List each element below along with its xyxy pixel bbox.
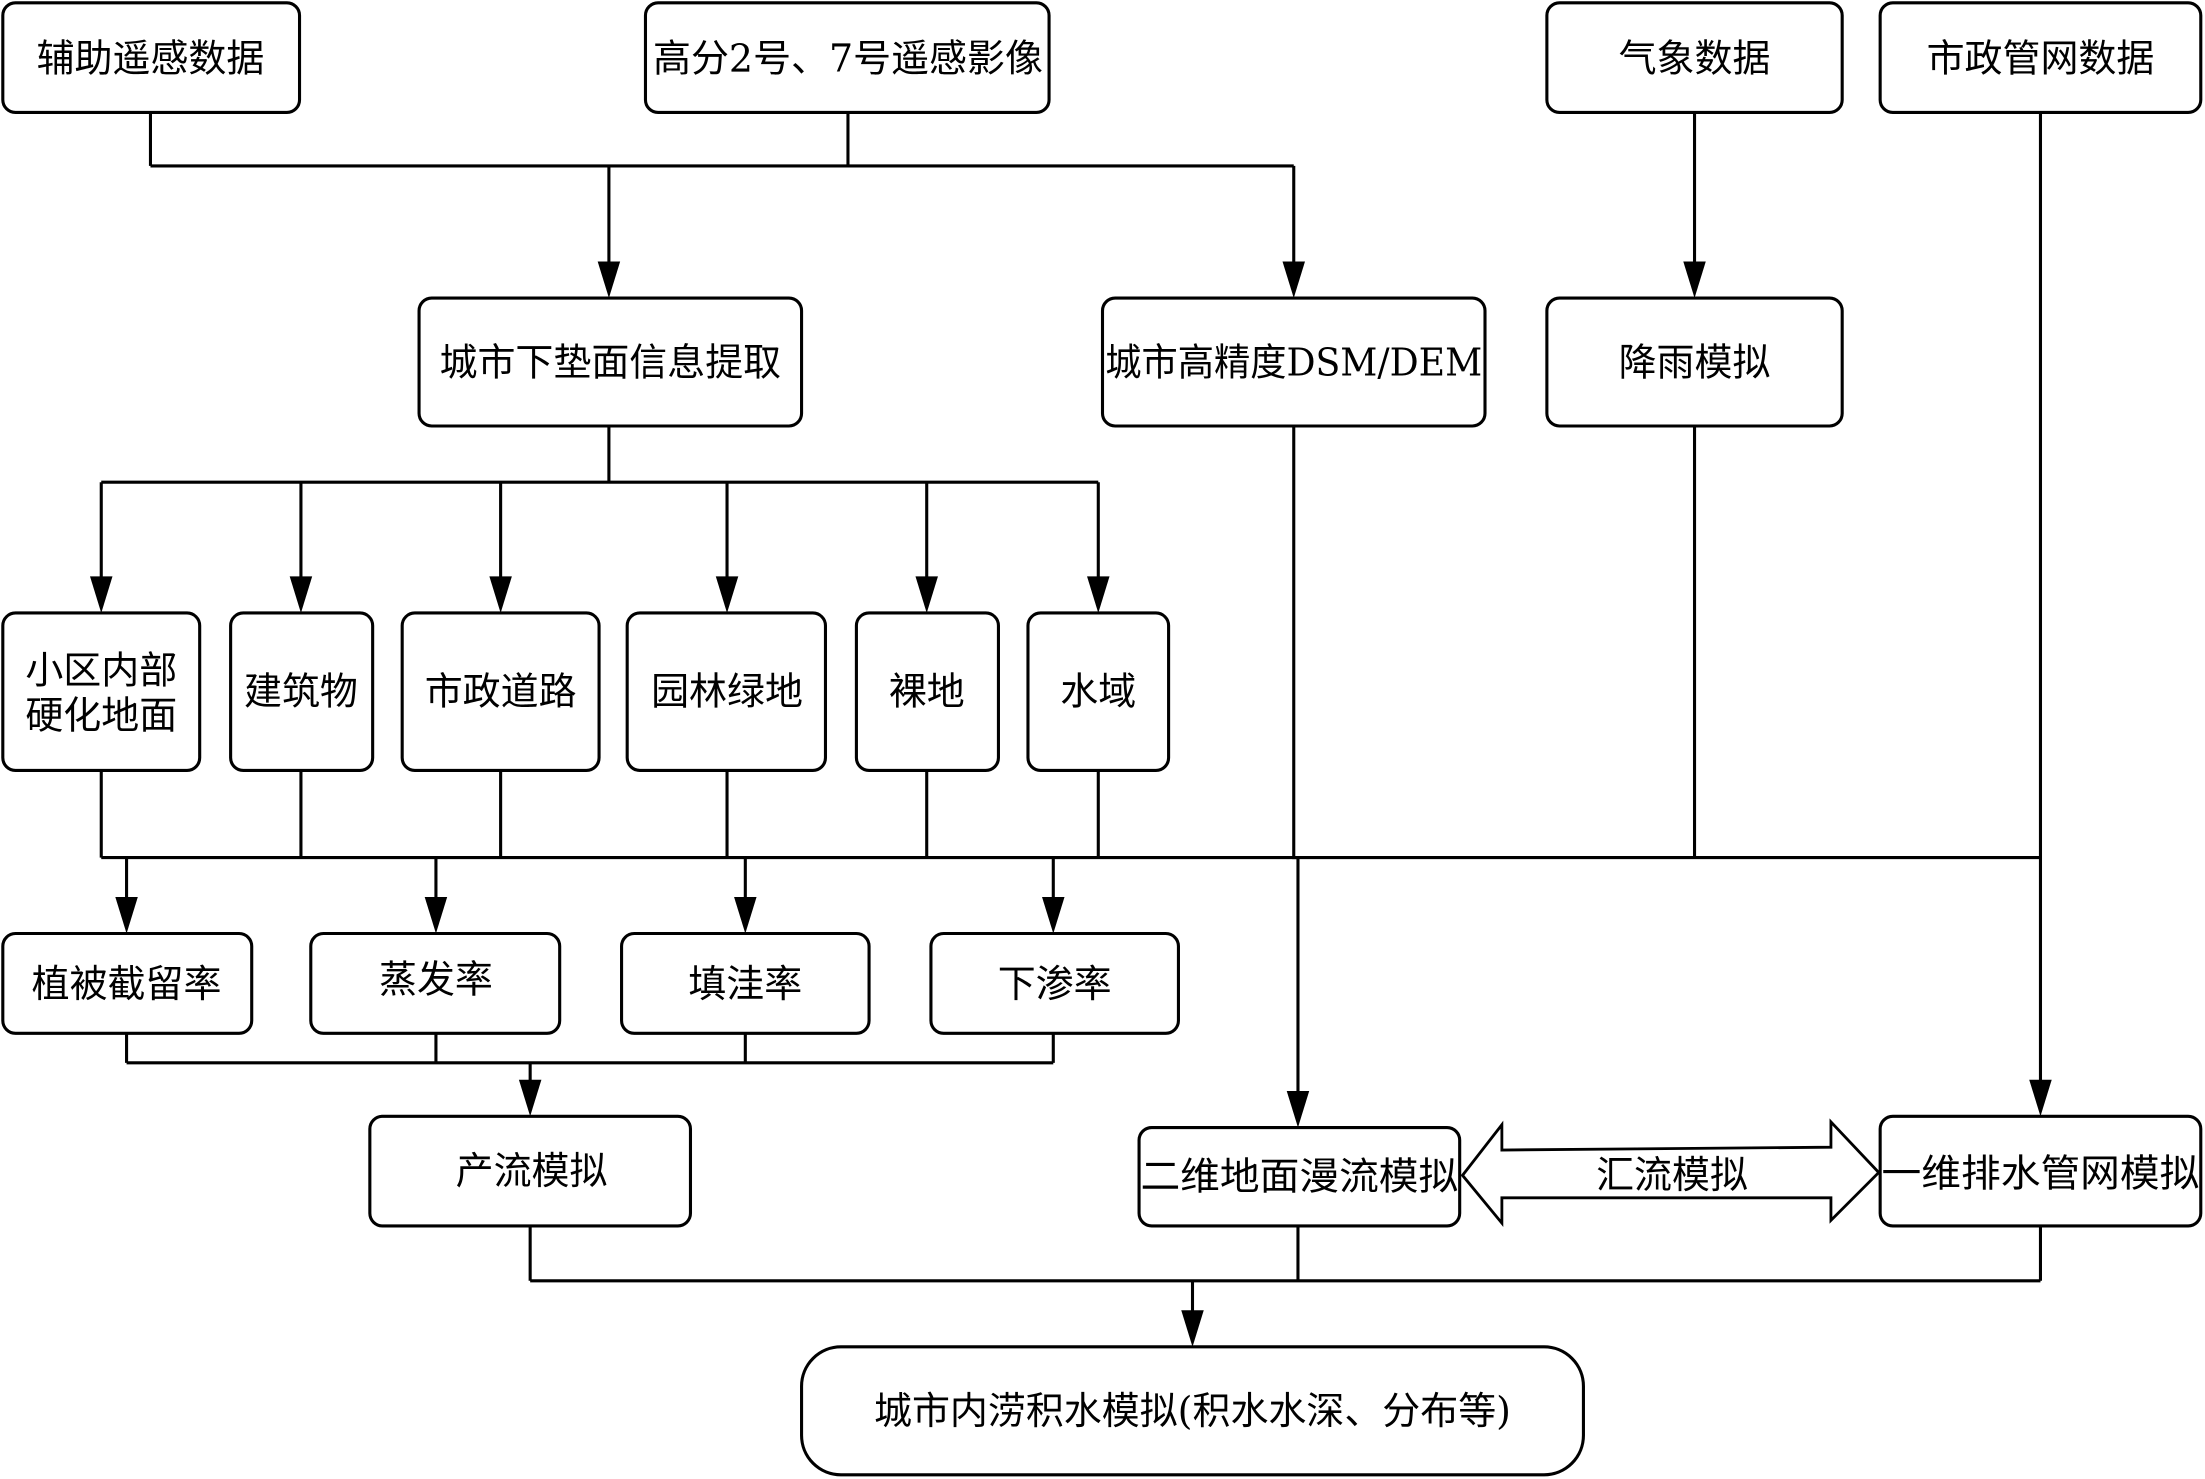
node-landcover-green[interactable]: 园林绿地 bbox=[625, 611, 828, 772]
node-rate-depression[interactable]: 填洼率 bbox=[620, 931, 871, 1035]
node-dsm-dem[interactable]: 城市高精度DSM/DEM bbox=[1100, 296, 1487, 428]
landcover-label: 水域 bbox=[1060, 669, 1136, 713]
arrow-rain bbox=[1683, 261, 1706, 299]
node-aux-rs-label: 辅助遥感数据 bbox=[37, 37, 265, 81]
arrow-rate-1 bbox=[115, 896, 138, 934]
rate-label: 下渗率 bbox=[998, 962, 1112, 1006]
landcover-label: 园林绿地 bbox=[651, 669, 803, 713]
node-pipe-data-label: 市政管网数据 bbox=[1927, 37, 2155, 81]
arrow-lc-3 bbox=[489, 576, 512, 613]
node-landcover-road[interactable]: 市政道路 bbox=[400, 611, 601, 772]
arrow-lc-2 bbox=[289, 576, 313, 613]
node-aux-rs[interactable]: 辅助遥感数据 bbox=[1, 1, 302, 115]
landcover-label: 小区内部 bbox=[25, 648, 177, 692]
arrow-rate-2 bbox=[424, 896, 448, 934]
node-rainfall[interactable]: 降雨模拟 bbox=[1545, 296, 1844, 428]
arrow-lc-4 bbox=[715, 576, 739, 613]
arrow-output bbox=[1181, 1310, 1204, 1347]
landcover-label-line2: 硬化地面 bbox=[25, 693, 177, 737]
node-surface-extract-label: 城市下垫面信息提取 bbox=[439, 340, 781, 384]
node-rate-interception[interactable]: 植被截留率 bbox=[1, 931, 254, 1035]
node-landcover-water[interactable]: 水域 bbox=[1026, 611, 1171, 772]
node-pipe-1d[interactable]: 一维排水管网模拟 bbox=[1878, 1114, 2203, 1228]
node-meteo[interactable]: 气象数据 bbox=[1545, 1, 1844, 115]
node-gf-imagery-label: 高分2号、7号遥感影像 bbox=[653, 37, 1043, 81]
arrow-rate-3 bbox=[734, 896, 757, 934]
arrowheads bbox=[90, 261, 2052, 1347]
node-rate-infiltration[interactable]: 下渗率 bbox=[929, 931, 1180, 1035]
arrow-lc-5 bbox=[915, 576, 938, 613]
confluence-label: 汇流模拟 bbox=[1596, 1153, 1748, 1197]
node-runoff-label: 产流模拟 bbox=[456, 1149, 608, 1193]
node-rate-evaporation[interactable]: 蒸发率 bbox=[309, 931, 562, 1035]
landcover-label: 裸地 bbox=[889, 669, 965, 713]
node-landcover-residential-hard[interactable]: 小区内部 硬化地面 bbox=[1, 611, 202, 772]
node-meteo-label: 气象数据 bbox=[1619, 37, 1771, 81]
node-gf-imagery[interactable]: 高分2号、7号遥感影像 bbox=[643, 1, 1051, 115]
arrow-dsm bbox=[1282, 261, 1305, 299]
rate-label: 植被截留率 bbox=[32, 962, 222, 1006]
rate-label: 填洼率 bbox=[688, 962, 802, 1006]
landcover-label: 建筑物 bbox=[244, 669, 358, 713]
node-rainfall-label: 降雨模拟 bbox=[1619, 340, 1771, 384]
arrow-1d bbox=[2029, 1079, 2052, 1117]
line-dsm-2d bbox=[1292, 425, 1300, 1097]
node-runoff[interactable]: 产流模拟 bbox=[368, 1114, 693, 1228]
node-pipe-1d-label: 一维排水管网模拟 bbox=[1882, 1152, 2200, 1196]
node-output[interactable]: 城市内涝积水模拟(积水水深、分布等) bbox=[800, 1345, 1585, 1477]
node-landcover-building[interactable]: 建筑物 bbox=[229, 611, 375, 772]
node-dsm-dem-label: 城市高精度DSM/DEM bbox=[1105, 340, 1482, 384]
node-output-label: 城市内涝积水模拟(积水水深、分布等) bbox=[874, 1389, 1511, 1433]
landcover-label: 市政道路 bbox=[425, 669, 577, 713]
arrow-rate-4 bbox=[1042, 896, 1065, 934]
node-pipe-data[interactable]: 市政管网数据 bbox=[1878, 1, 2203, 115]
arrow-surface bbox=[597, 261, 621, 299]
arrow-lc-1 bbox=[90, 576, 113, 613]
arrow-lc-6 bbox=[1087, 576, 1110, 613]
node-surface-extract[interactable]: 城市下垫面信息提取 bbox=[417, 296, 804, 428]
arrow-runoff bbox=[518, 1079, 542, 1117]
node-surface-2d-label: 二维地面漫流模拟 bbox=[1140, 1154, 1458, 1198]
rate-label: 蒸发率 bbox=[379, 958, 493, 1002]
node-landcover-bare[interactable]: 裸地 bbox=[854, 611, 1000, 772]
arrow-2d bbox=[1286, 1090, 1310, 1128]
node-surface-2d[interactable]: 二维地面漫流模拟 bbox=[1137, 1125, 1462, 1228]
